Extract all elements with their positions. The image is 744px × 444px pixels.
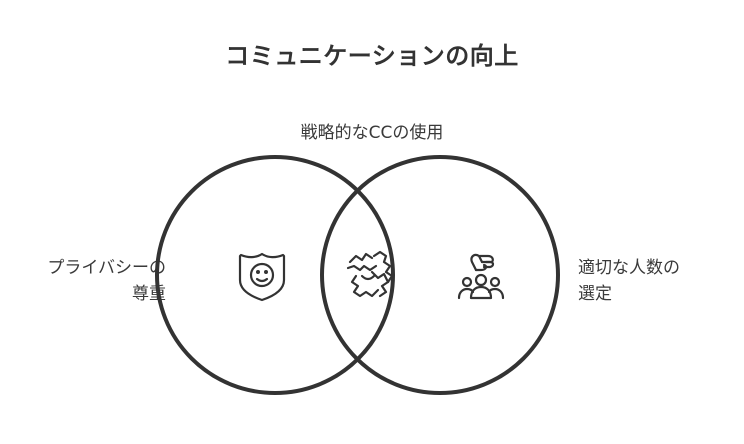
cc-usage-label: 戦略的なCCの使用 (300, 123, 444, 143)
headcount-label: 適切な人数の 選定 (578, 255, 738, 307)
privacy-circle (155, 155, 395, 395)
privacy-label-line1: プライバシーの (47, 258, 166, 278)
handshake-icon (346, 250, 394, 298)
privacy-shield-icon (238, 252, 286, 302)
diagram-title: コミュニケーションの向上 (225, 42, 519, 70)
group-selection-icon (457, 253, 505, 300)
headcount-circle (320, 155, 560, 395)
headcount-label-line1: 適切な人数の (578, 258, 680, 278)
headcount-label-line2: 選定 (578, 284, 612, 304)
